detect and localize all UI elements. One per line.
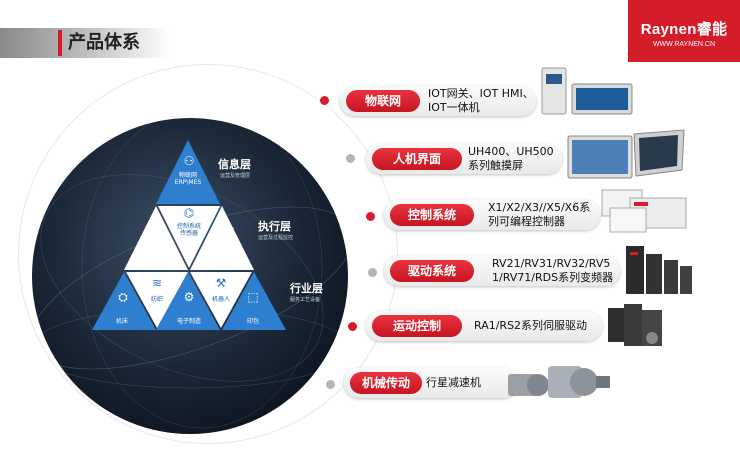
inverter-product-image (626, 246, 692, 294)
cell-iot-erp: 物联网 ERP\MES (174, 172, 202, 186)
cell-robot: 机器人 (211, 296, 230, 303)
chip-icon: ⚙ (183, 290, 195, 304)
category-dot (366, 212, 375, 221)
planetary-gearbox-product-image (508, 366, 610, 398)
robot-arm-icon: ⚒ (215, 276, 227, 290)
category-tag-drive[interactable]: 驱动系统 (390, 260, 474, 282)
layer-label-info: 信息层 (218, 158, 251, 171)
layer-sub-industry: 服务工艺设备 (290, 297, 321, 303)
category-tag-mechanical[interactable]: 机械传动 (350, 372, 422, 394)
category-dot (320, 96, 329, 105)
decorative-ring (18, 64, 398, 444)
brand-logo: Raynen睿能 WWW.RAYNEN.CN (628, 0, 740, 62)
package-icon: ⬚ (247, 290, 259, 304)
category-tag-iot[interactable]: 物联网 (346, 90, 420, 112)
brand-url: WWW.RAYNEN.CN (652, 41, 716, 48)
category-dot (348, 322, 357, 331)
machine-tool-icon: ⛭ (118, 290, 128, 304)
layer-sub-info: 运营及管理层 (220, 173, 251, 179)
textile-icon: ≋ (151, 276, 163, 290)
layer-label-exec: 执行层 (258, 220, 291, 233)
category-dot (346, 154, 355, 163)
category-desc-mechanical: 行星减速机 (426, 376, 481, 389)
category-desc-iot: IOT网关、IOT HMI、 IOT一体机 (428, 87, 534, 114)
category-desc-motion: RA1/RS2系列伺服驱动 (474, 319, 588, 332)
category-desc-control: X1/X2/X3//X5/X6系 列可编程控制器 (488, 201, 591, 228)
category-desc-hmi: UH400、UH500 系列触摸屏 (468, 145, 554, 172)
cell-electronics: 电子制造 (176, 318, 201, 325)
servo-drive-product-image (608, 304, 662, 346)
title-accent-bar (58, 30, 62, 56)
network-icon: ⚇ (183, 154, 195, 168)
cell-textile: 纺织 (150, 296, 163, 303)
brand-name: Raynen睿能 (640, 21, 728, 38)
gears-icon: ⚙ (143, 224, 155, 238)
plc-controller-product-image (601, 189, 687, 233)
pyramid-graphic (32, 118, 348, 429)
category-dot (326, 380, 335, 389)
hmi-touchscreen-product-image (567, 129, 685, 179)
category-tag-motion[interactable]: 运动控制 (372, 315, 462, 337)
page-title: 产品体系 (68, 32, 140, 53)
circuit-icon: ⌬ (183, 206, 195, 220)
category-tag-control[interactable]: 控制系统 (390, 204, 474, 226)
drive-icon: ▤ (223, 224, 235, 238)
layer-sub-exec: 运营及过程监控 (258, 235, 294, 241)
globe-background: 信息层 运营及管理层 执行层 运营及过程监控 行业层 服务工艺设备 ⚇ 物联网 … (32, 118, 348, 434)
cell-machine-tool: 机床 (115, 318, 128, 325)
category-desc-drive: RV21/RV31/RV32/RV5 1/RV71/RDS系列变频器 (492, 257, 614, 284)
cell-machine: 机械系统 (137, 254, 162, 261)
cell-drive: 驱动系统 (215, 254, 240, 261)
title-banner (0, 28, 170, 58)
layer-label-industry: 行业层 (290, 282, 323, 295)
category-dot (368, 268, 377, 277)
cell-printing: 印包 (246, 318, 259, 325)
cell-control: 控制系统 传感器 (176, 223, 201, 237)
iot-gateway-product-image (541, 67, 633, 115)
category-tag-hmi[interactable]: 人机界面 (372, 148, 462, 170)
